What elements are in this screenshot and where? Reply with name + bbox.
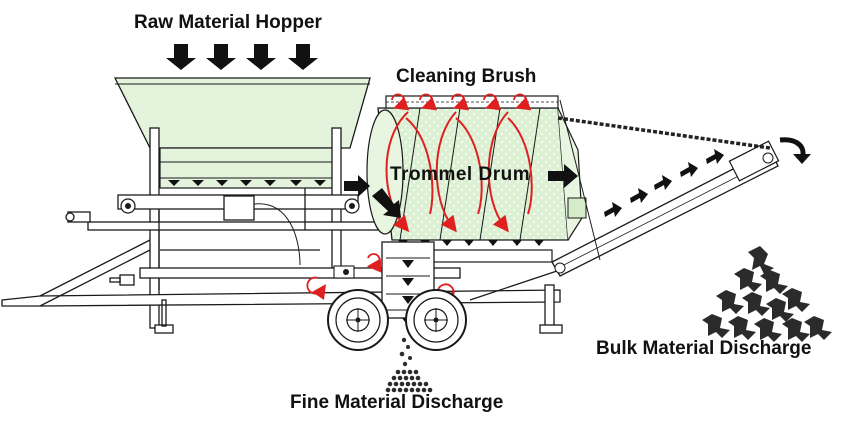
conveyor-discharge-curve-arrow-icon xyxy=(779,137,811,164)
drive-motor xyxy=(223,195,301,266)
discharge-conveyor xyxy=(551,99,780,277)
drum-rotation-arrows xyxy=(385,111,533,233)
cleaning-brush xyxy=(385,95,559,109)
drum-exit-arrow-icon xyxy=(548,164,578,188)
brush-rotation-arrows xyxy=(391,93,532,111)
wheel-right-icon xyxy=(405,289,467,351)
feed-arrow-4-icon xyxy=(288,44,318,70)
hopper-label: Raw Material Hopper xyxy=(134,12,322,33)
bulk-material-pile xyxy=(702,246,832,342)
hopper-feed-arrows xyxy=(166,44,318,70)
bulk-discharge-label: Bulk Material Discharge xyxy=(596,338,812,359)
feed-to-drum-arrow-icon xyxy=(344,175,370,197)
conveyor-flow-arrows xyxy=(604,149,724,217)
drop-to-screen-arrow-icon xyxy=(372,188,401,218)
pulley-right-icon xyxy=(344,198,360,214)
drive-chain xyxy=(557,116,771,150)
fine-discharge-label: Fine Material Discharge xyxy=(290,392,504,413)
fine-material-pile xyxy=(385,337,433,393)
pulley-left-icon xyxy=(120,198,136,214)
feed-arrow-2-icon xyxy=(206,44,236,70)
cleaning-brush-label: Cleaning Brush xyxy=(396,66,537,87)
feed-arrow-3-icon xyxy=(246,44,276,70)
trommel-drum-label: Trommel Drum xyxy=(390,164,531,185)
trommel-drum xyxy=(366,107,587,241)
wheel-left-icon xyxy=(327,289,389,351)
feed-arrow-1-icon xyxy=(166,44,196,70)
hopper-belt-arrows xyxy=(168,180,326,186)
